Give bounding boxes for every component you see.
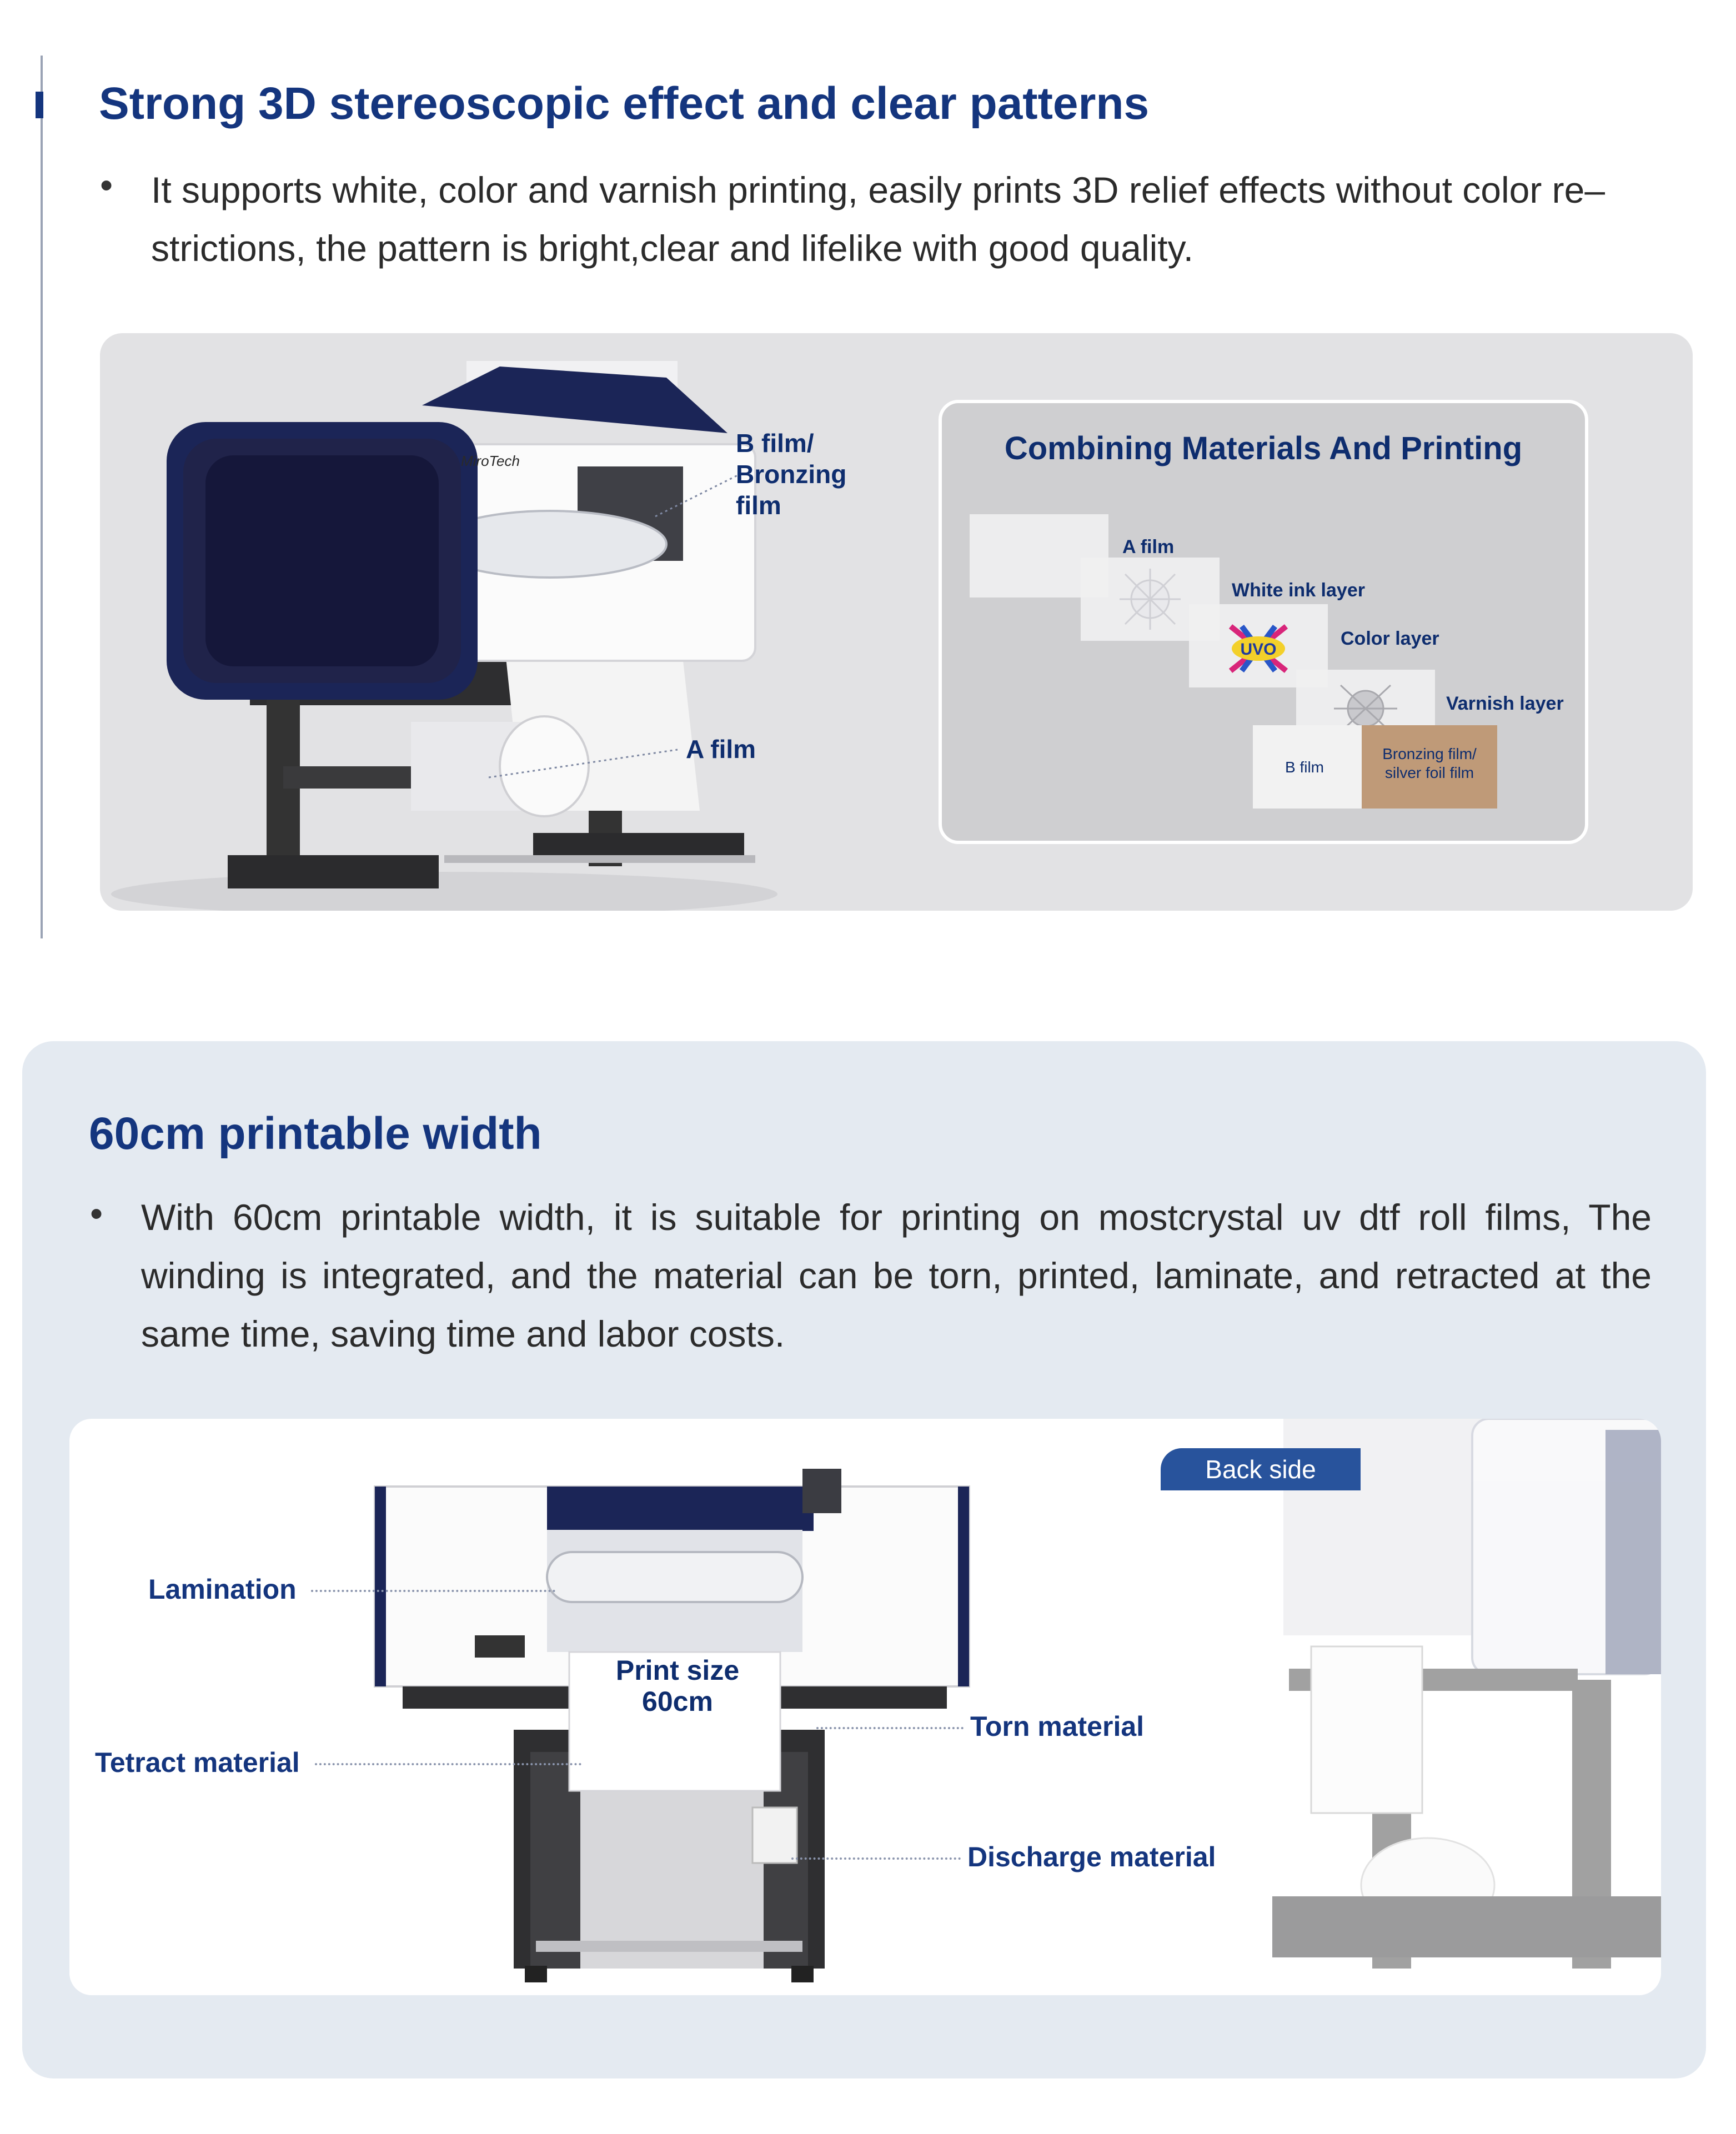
a-film-label: A film: [1122, 536, 1175, 558]
white-ink-label: White ink layer: [1232, 580, 1365, 601]
printer-brand-label: MiroTech: [461, 453, 520, 469]
section2-text-line3: same time, saving time and labor costs.: [141, 1313, 785, 1354]
back-side-tab: Back side: [1161, 1448, 1361, 1490]
bronzing-film-block: [1362, 725, 1497, 809]
callout-b-film: B film/ Bronzing film: [736, 428, 846, 521]
callout-discharge-material: Discharge material: [967, 1841, 1216, 1872]
lamination-leader-line: [311, 1590, 555, 1592]
color-layer-label: Color layer: [1341, 628, 1439, 649]
callout-b-film-line1: B film/: [736, 429, 814, 458]
varnish-layer-label: Varnish layer: [1446, 693, 1564, 714]
section-divider-line: [41, 56, 43, 938]
discharge-leader-line: [791, 1857, 961, 1860]
uv-dtf-printer-image: [111, 361, 777, 911]
section2-text-line2: winding is integrated, and the material …: [141, 1255, 1652, 1296]
section2-title: 60cm printable width: [89, 1108, 542, 1159]
callout-a-film: A film: [686, 735, 756, 764]
callout-b-film-line3: film: [736, 491, 781, 520]
combining-materials-box: Combining Materials And Printing A film …: [939, 400, 1588, 844]
section2-text-line1: With 60cm printable width, it is suitabl…: [141, 1197, 1652, 1238]
section1-text-line1: It supports white, color and varnish pri…: [151, 169, 1605, 210]
printer-front-image: [374, 1469, 970, 1982]
varnish-pattern-icon: [1334, 684, 1397, 733]
color-pattern-icon: UVO: [1228, 624, 1288, 673]
printer-back-side-image: [1261, 1419, 1661, 1995]
torn-leader-line: [816, 1727, 964, 1729]
callout-torn-material: Torn material: [970, 1711, 1145, 1742]
bronzing-line1: Bronzing film/: [1382, 745, 1477, 762]
bronzing-line2: silver foil film: [1384, 764, 1474, 781]
section2-image-panel: Back side Print size 60cm Lamination Tet…: [69, 1419, 1661, 1995]
white-pattern-icon: [1120, 569, 1181, 630]
print-size-label: Print size 60cm: [572, 1655, 783, 1717]
callout-b-film-line2: Bronzing: [736, 460, 847, 489]
section-marker: [36, 92, 43, 118]
bullet-dot: •: [100, 164, 113, 205]
callout-tetract-material: Tetract material: [95, 1747, 300, 1778]
print-size-line1: Print size: [615, 1655, 740, 1686]
combo-title: Combining Materials And Printing: [1004, 430, 1523, 466]
section1-title: Strong 3D stereoscopic effect and clear …: [99, 78, 1150, 129]
b-film-sheet: [1253, 725, 1364, 809]
bullet-dot: •: [90, 1193, 103, 1234]
tetract-leader-line: [315, 1763, 581, 1765]
bronzing-film-label: Bronzing film/ silver foil film: [1362, 745, 1497, 782]
callout-lamination: Lamination: [148, 1574, 297, 1605]
print-size-line2: 60cm: [642, 1686, 713, 1717]
b-film-label: B film: [1285, 759, 1324, 776]
uvo-logo-text: UVO: [1240, 640, 1276, 659]
section1-text-line2: strictions, the pattern is bright,clear …: [151, 228, 1194, 269]
